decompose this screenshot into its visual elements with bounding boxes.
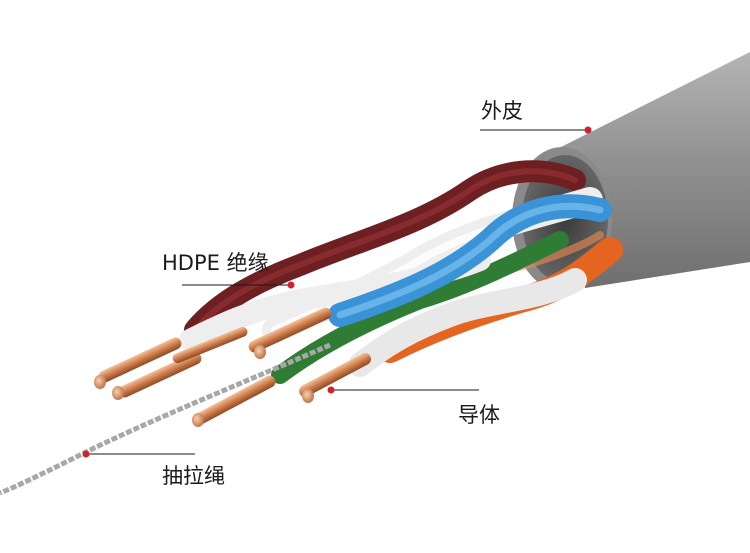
callout-jacket bbox=[480, 126, 592, 134]
rip-cord bbox=[0, 342, 332, 496]
callout-insulation bbox=[182, 281, 295, 289]
label-insulation: HDPE 绝缘 bbox=[162, 251, 269, 275]
label-ripcord: 抽拉绳 bbox=[162, 464, 225, 488]
twisted-pairs bbox=[179, 160, 623, 384]
callout-ripcord bbox=[82, 450, 195, 458]
label-jacket: 外皮 bbox=[481, 99, 523, 123]
label-conductor: 导体 bbox=[458, 403, 500, 427]
callout-conductor bbox=[327, 386, 479, 394]
copper-conductors bbox=[94, 307, 372, 427]
